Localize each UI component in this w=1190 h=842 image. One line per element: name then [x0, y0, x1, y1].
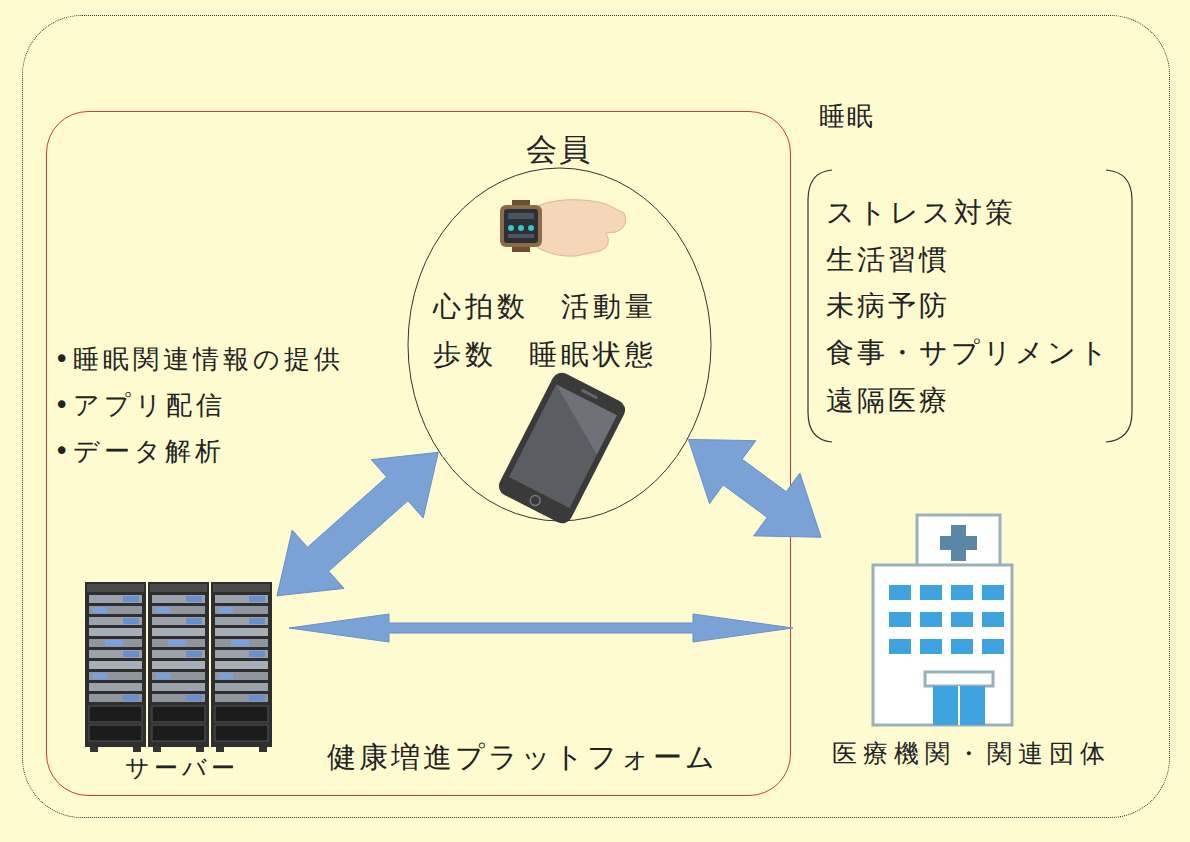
- illustration-part: [85, 582, 146, 747]
- illustration-part: [933, 686, 985, 725]
- illustration-part: [925, 672, 993, 686]
- illustration-part: [951, 525, 966, 561]
- double-arrow: [277, 452, 438, 596]
- note-label: 未病予防: [826, 289, 950, 323]
- hospital-node: 医療機関・関連団体: [821, 513, 1111, 775]
- illustration-part: [917, 515, 1000, 570]
- illustration-part: [148, 582, 209, 747]
- illustration-part: [951, 585, 973, 600]
- illustration-part: [528, 225, 534, 231]
- illustration-part: [982, 639, 1004, 654]
- note-label: •データ解析: [54, 436, 225, 467]
- illustration-part: [196, 747, 204, 752]
- note-label: 食事・サプリメント: [826, 336, 1111, 370]
- illustration-part: [216, 747, 224, 752]
- illustration-part: [495, 369, 628, 526]
- note-label: •アプリ配信: [54, 390, 226, 421]
- illustration-part: [259, 747, 267, 752]
- illustration-part: [982, 612, 1004, 627]
- illustration-part: [1106, 170, 1132, 442]
- illustration-part: [538, 200, 626, 256]
- illustration-part: [508, 225, 514, 231]
- node-label: 医療機関・関連団体: [791, 739, 1151, 769]
- illustration-part: [940, 536, 977, 550]
- node-label: 会員: [459, 131, 659, 168]
- note-label: 生活習慣: [826, 243, 950, 277]
- circle-outline: [408, 168, 711, 521]
- illustration-part: [133, 747, 141, 752]
- smartwatch-illustration: [500, 200, 626, 256]
- illustration-part: [508, 234, 534, 238]
- illustration-part: [951, 612, 973, 627]
- illustration-part: [581, 389, 598, 400]
- illustration-part: [500, 205, 542, 247]
- illustration-part: [982, 585, 1004, 600]
- illustration-part: [153, 747, 161, 752]
- illustration-part: [512, 200, 530, 252]
- illustration-part: [889, 585, 911, 600]
- bracket: [808, 170, 1132, 442]
- illustration-part: [873, 565, 1012, 725]
- note-label: 遠隔医療: [826, 384, 950, 418]
- illustration-part: [528, 494, 541, 507]
- smartphone-illustration: [495, 369, 628, 526]
- note-label: ストレス対策: [826, 196, 1016, 230]
- illustration-part: [951, 639, 973, 654]
- node-label: 健康増進プラットフォーム: [272, 740, 772, 775]
- illustration-part: [920, 585, 942, 600]
- illustration-part: [920, 612, 942, 627]
- note-label: •睡眠関連情報の提供: [54, 344, 344, 375]
- illustration-part: [509, 384, 617, 508]
- double-arrow: [289, 614, 793, 642]
- hospital-illustration: [873, 515, 1012, 725]
- illustration-part: [90, 747, 98, 752]
- server-illustration: [85, 582, 272, 752]
- illustration-part: [536, 384, 617, 454]
- node-text: 心拍数 活動量: [433, 290, 703, 324]
- member-circle: 会員心拍数 活動量歩数 睡眠状態: [407, 167, 712, 522]
- node-text: 歩数 睡眠状態: [433, 338, 703, 372]
- illustration-part: [889, 639, 911, 654]
- illustration-part: [211, 582, 272, 747]
- illustration-part: [518, 225, 524, 231]
- illustration-part: [508, 213, 534, 219]
- illustration-part: [504, 209, 538, 243]
- double-arrow: [688, 439, 821, 537]
- node-label: サーバー: [62, 754, 302, 783]
- illustration-part: [958, 686, 960, 725]
- illustration-part: [920, 639, 942, 654]
- node-label: 睡眠: [819, 101, 919, 132]
- server-node: サーバー: [82, 580, 277, 785]
- illustration-part: [889, 612, 911, 627]
